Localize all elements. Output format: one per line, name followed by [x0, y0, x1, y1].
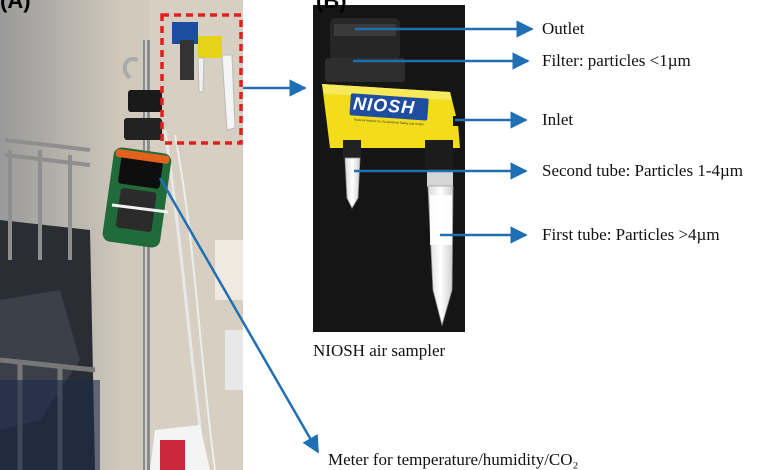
photo-a-hospital-room	[0, 0, 243, 470]
label-outlet: Outlet	[542, 19, 585, 38]
highlight-box	[160, 13, 243, 145]
photo-b-niosh-sampler	[313, 5, 465, 332]
label-inlet: Inlet	[542, 110, 574, 129]
panel-label-b: (B)	[316, 0, 347, 13]
arrow-meter	[158, 177, 320, 454]
arrows	[158, 20, 534, 454]
device-brand-logo: NIOSH National Institute for Occupationa…	[349, 93, 430, 126]
panel-label-a: (A)	[0, 0, 31, 13]
label-filter: Filter: particles <1µm	[542, 51, 691, 70]
label-first-tube: First tube: Particles >4µm	[542, 225, 720, 244]
caption-niosh-sampler: NIOSH air sampler	[313, 341, 446, 360]
label-meter: Meter for temperature/humidity/CO₂	[328, 450, 579, 469]
device-brand-text: NIOSH	[352, 93, 416, 118]
meter-device	[102, 147, 172, 248]
label-second-tube: Second tube: Particles 1-4µm	[542, 161, 744, 180]
